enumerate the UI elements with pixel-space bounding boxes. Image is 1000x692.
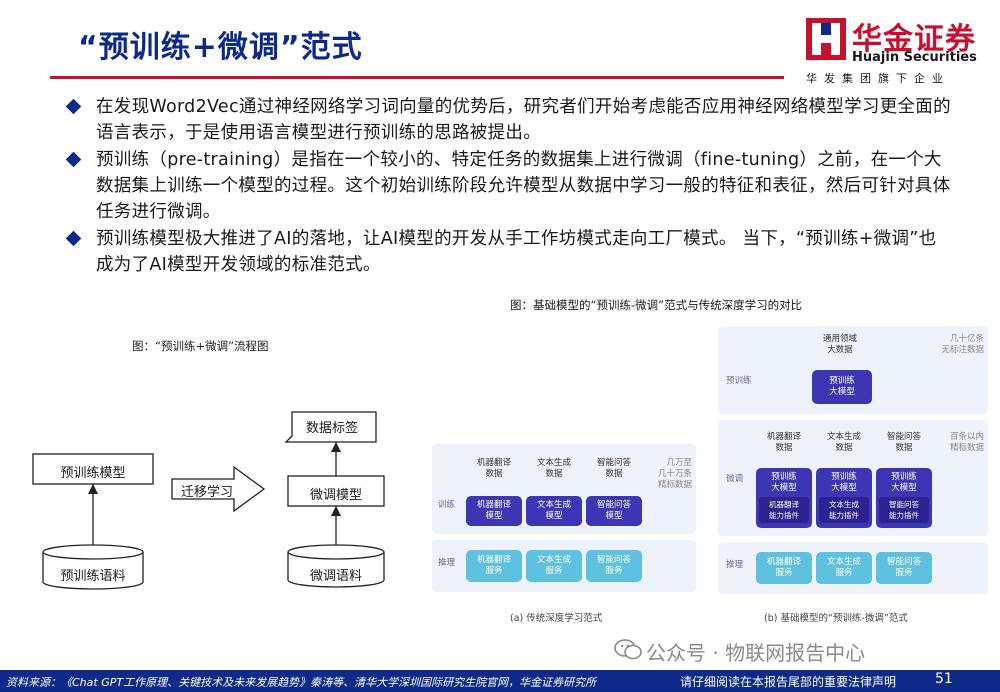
title-underline: [50, 76, 784, 79]
capability-plugin: 智能问答 能力插件: [879, 497, 929, 523]
bullet-item: 预训练（pre-training）是指在一个较小的、特定任务的数据集上进行微调（…: [65, 147, 953, 225]
general-data-label: 通用领域 大数据: [822, 334, 857, 355]
task-data-label: 智能问答 数据: [596, 458, 631, 479]
task-data-label: 机器翻译 数据: [476, 458, 511, 479]
foundation-paradigm-caption: (b) 基础模型的“预训练-微调”范式: [764, 613, 908, 624]
foundation-infer-label: 推理: [726, 560, 744, 570]
traditional-service-node: 机器翻译 服务: [466, 550, 522, 582]
left-figure-caption: 图：“预训练+微调”流程图: [132, 339, 269, 353]
capability-plugin: 文本生成 能力插件: [819, 497, 869, 523]
logo-name-en: Huajin Securities: [852, 50, 977, 65]
finetune-model-node: 预训练 大模型 机器翻译 能力插件: [756, 468, 812, 528]
task-data-label: 智能问答 数据: [886, 432, 921, 453]
source-note: 资料来源：《Chat GPT工作原理、关键技术及未来发展趋势》秦涛等、清华大学深…: [6, 676, 597, 689]
diamond-bullet-icon: [65, 98, 82, 115]
legal-disclaimer: 请仔细阅读在本报告尾部的重要法律声明: [680, 675, 897, 689]
foundation-service-node: 机器翻译 服务: [756, 552, 812, 584]
data-label-box: 数据标签: [305, 421, 358, 436]
foundation-service-node: 智能问答 服务: [876, 552, 932, 584]
logo-subtitle: 华发集团旗下企业: [806, 72, 950, 85]
bullet-list: 在发现Word2Vec通过神经网络学习词向量的优势后，研究者们开始考虑能否应用神…: [65, 94, 953, 279]
huajin-logo-icon: [806, 18, 846, 60]
page-title: “预训练+微调”范式: [78, 30, 363, 65]
traditional-model-node: 文本生成 模型: [526, 496, 582, 526]
diamond-bullet-icon: [65, 151, 82, 168]
task-data-label: 机器翻译 数据: [766, 432, 801, 453]
traditional-paradigm-caption: (a) 传统深度学习范式: [510, 613, 603, 624]
task-data-label: 文本生成 数据: [536, 458, 571, 479]
foundation-service-node: 文本生成 服务: [816, 552, 872, 584]
right-figure-caption: 图：基础模型的“预训练-微调”范式与传统深度学习的对比: [510, 298, 803, 312]
traditional-service-node: 文本生成 服务: [526, 550, 582, 582]
finetune-model-box: 微调模型: [309, 488, 362, 503]
pretrain-model-node: 预训练 大模型: [812, 370, 872, 404]
traditional-model-node: 智能问答 模型: [586, 496, 642, 526]
wechat-icon: [614, 639, 642, 660]
bullet-item: 预训练模型极大推进了AI的落地，让AI模型的开发从手工作坊模式走向工厂模式。 当…: [65, 226, 953, 278]
transfer-learning-arrow: 迁移学习: [180, 485, 233, 500]
bullet-item: 在发现Word2Vec通过神经网络学习词向量的优势后，研究者们开始考虑能否应用神…: [65, 94, 953, 146]
finetune-stage-label: 微调: [726, 474, 744, 484]
finetune-model-node: 预训练 大模型 智能问答 能力插件: [876, 468, 932, 528]
task-data-label: 文本生成 数据: [826, 432, 861, 453]
watermark-text: 公众号 · 物联网报告中心: [646, 641, 866, 665]
paradigm-comparison-figure: 训练 推理 机器翻译 数据 文本生成 数据 智能问答 数据 几万至 几十万条 精…: [424, 322, 992, 626]
task-data-note: 百条以内 精标数据: [949, 432, 984, 453]
traditional-service-node: 智能问答 服务: [586, 550, 642, 582]
pretrain-stage-label: 预训练: [726, 376, 752, 386]
pretrain-corpus-cylinder: 预训练语料: [60, 569, 126, 584]
page-number: 51: [935, 671, 953, 687]
finetune-corpus-cylinder: 微调语料: [309, 569, 362, 584]
diamond-bullet-icon: [65, 230, 82, 247]
traditional-train-label: 训练: [438, 500, 456, 510]
finetune-model-node: 预训练 大模型 文本生成 能力插件: [816, 468, 872, 528]
traditional-infer-label: 推理: [438, 558, 456, 568]
footer-bar: [0, 670, 1000, 692]
traditional-data-note: 几万至 几十万条 精标数据: [657, 458, 692, 490]
logo-name-cn: 华金证券: [852, 22, 976, 57]
traditional-model-node: 机器翻译 模型: [466, 496, 522, 526]
pretrain-model-box: 预训练模型: [60, 466, 126, 481]
general-data-note: 几十亿条 无标注数据: [941, 334, 984, 355]
capability-plugin: 机器翻译 能力插件: [759, 497, 809, 523]
finetune-flow-diagram: [32, 411, 385, 590]
